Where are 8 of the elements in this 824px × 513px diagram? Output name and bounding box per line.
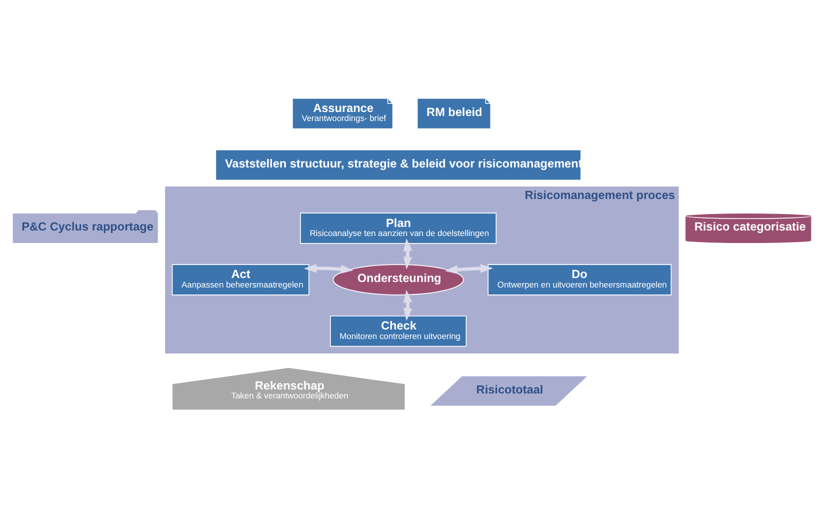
node-box: Plan Risicoanalyse ten aanzien van de doelstellingen <box>300 212 497 244</box>
arrow <box>444 264 494 274</box>
node-box: Check Monitoren controleren uitvoering <box>330 316 467 347</box>
arrow <box>304 264 354 274</box>
node-box: Do Ontwerpen en uitvoeren beheersmaatregelen <box>488 264 672 296</box>
arrow <box>403 290 412 321</box>
node-box: Act Aanpassen beheersmaatregelen <box>172 264 310 296</box>
arrow <box>403 238 412 270</box>
